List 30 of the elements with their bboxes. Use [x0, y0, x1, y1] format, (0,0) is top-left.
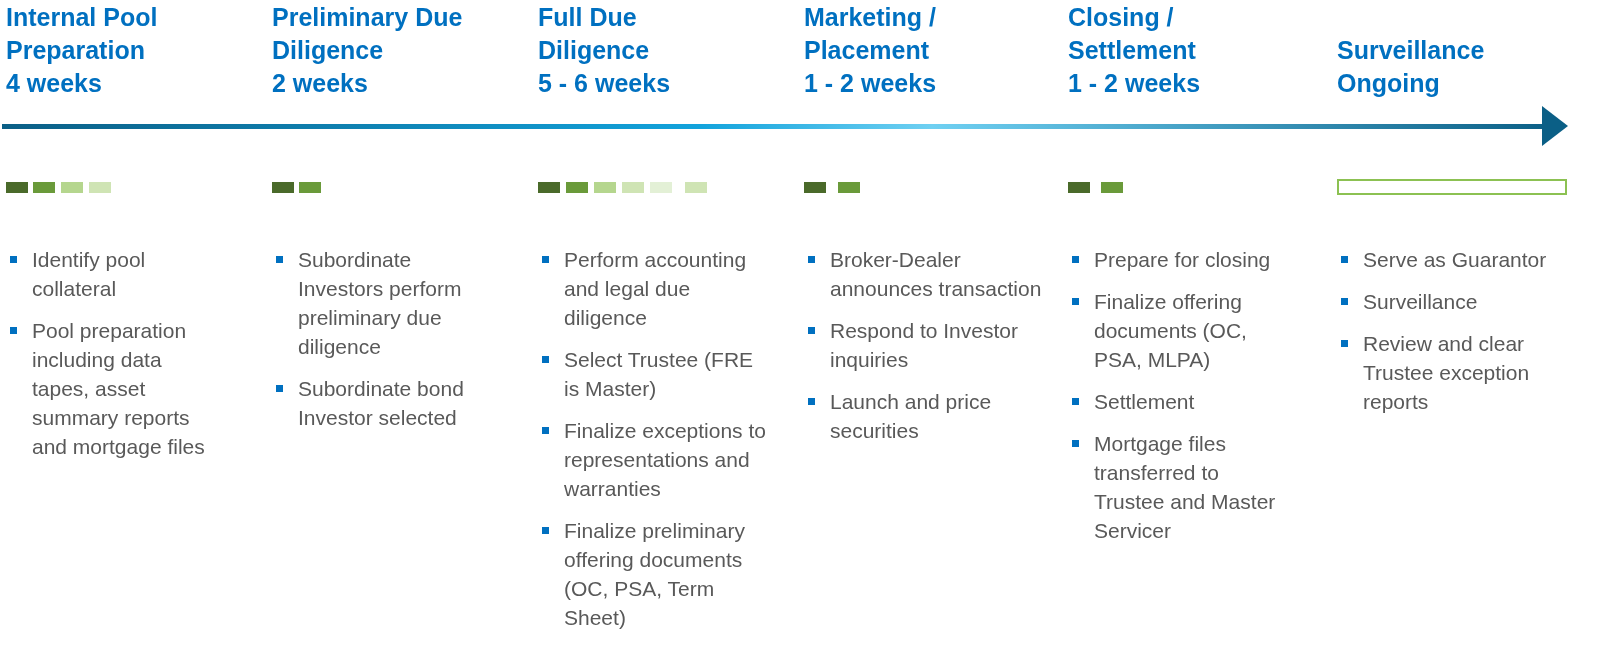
bullet-item: Select Trustee (FRE is Master) — [538, 345, 773, 403]
bullet-item: Perform accounting and legal due diligence — [538, 245, 773, 332]
bullet-item: Pool preparation including data tapes, asset summary reports and mortgage files — [6, 316, 211, 461]
bullet-item: Finalize preliminary offering documents (OC, PSA, Term Sheet) — [538, 516, 773, 632]
bullet-item: Respond to Investor inquiries — [804, 316, 1044, 374]
phase-heading: Surveillance — [1337, 35, 1486, 66]
phase-duration: 1 - 2 weeks — [1068, 68, 1202, 99]
bullet-item: Mortgage files transferred to Trustee and Master Servicer — [1068, 429, 1293, 545]
bullet-item: Identify pool collateral — [6, 245, 211, 303]
bullet-item: Prepare for closing — [1068, 245, 1293, 274]
phase-duration: 2 weeks — [272, 68, 369, 99]
phase-duration: 4 weeks — [6, 68, 103, 99]
phase-heading: Full Due Diligence — [538, 2, 651, 66]
phase-heading: Internal Pool Preparation — [6, 2, 159, 66]
phase-duration: 5 - 6 weeks — [538, 68, 672, 99]
phase-duration: 1 - 2 weeks — [804, 68, 938, 99]
bullet-item: Review and clear Trustee exception reports — [1337, 329, 1572, 416]
phase-duration: Ongoing — [1337, 68, 1441, 99]
bullet-item: Surveillance — [1337, 287, 1572, 316]
phase-heading: Marketing / Placement — [804, 2, 937, 66]
bullet-item: Subordinate bond Investor selected — [272, 374, 487, 432]
bullet-item: Serve as Guarantor — [1337, 245, 1572, 274]
phase-heading: Preliminary Due Diligence — [272, 2, 464, 66]
bullet-item: Finalize offering documents (OC, PSA, MLPA) — [1068, 287, 1293, 374]
bullet-item: Broker-Dealer announces transaction — [804, 245, 1044, 303]
bullet-item: Finalize exceptions to representations and warranties — [538, 416, 773, 503]
phase-heading: Closing / Settlement — [1068, 2, 1197, 66]
bullet-item: Launch and price securities — [804, 387, 1044, 445]
bullet-item: Settlement — [1068, 387, 1293, 416]
bullet-item: Subordinate Investors perform preliminary due diligence — [272, 245, 487, 361]
